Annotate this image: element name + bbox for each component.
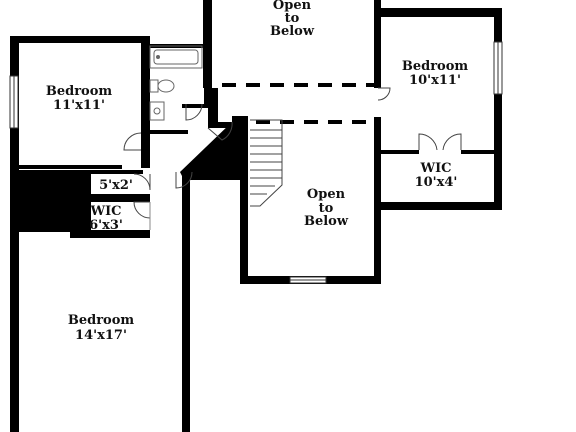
room-bedroom-large-name: Bedroom bbox=[68, 313, 135, 328]
room-wic-left-dims: 6'x3' bbox=[89, 218, 123, 233]
door-wic-left bbox=[133, 201, 151, 219]
room-open-below-top-line2: to bbox=[285, 11, 300, 26]
room-wic-right-name: WIC bbox=[419, 161, 451, 176]
door-bath bbox=[185, 103, 203, 121]
bath-fixtures bbox=[149, 45, 203, 121]
toilet-icon bbox=[157, 79, 175, 93]
room-open-below-mid-line1: Open bbox=[307, 187, 346, 202]
room-wic-left-name: WIC bbox=[89, 204, 121, 219]
room-closet-5x2: 5'x2' bbox=[99, 178, 133, 193]
room-open-below-top-line3: Below bbox=[270, 24, 315, 39]
room-labels: Open to Below Bedroom 10'x11' Bedroom 11… bbox=[46, 0, 469, 343]
walls bbox=[10, 0, 502, 432]
door-left-bedroom bbox=[123, 132, 142, 151]
room-open-below-top-line1: Open bbox=[273, 0, 312, 13]
room-bedroom-left-dims: 11'x11' bbox=[53, 98, 105, 113]
door-right-bedroom bbox=[377, 87, 391, 101]
bathtub-icon bbox=[149, 45, 203, 69]
sink-icon bbox=[149, 101, 165, 121]
door-wic-right bbox=[418, 133, 462, 151]
windows bbox=[9, 41, 503, 284]
stairs bbox=[250, 119, 283, 207]
door-bedroom-14x17 bbox=[175, 171, 193, 189]
room-bedroom-right-name: Bedroom bbox=[402, 59, 469, 74]
door-closet-5x2 bbox=[133, 173, 151, 191]
room-open-below-mid-line2: to bbox=[319, 201, 334, 216]
door-hall bbox=[207, 121, 233, 141]
open-below-dashed-lines bbox=[222, 83, 374, 124]
doors bbox=[123, 87, 462, 230]
room-open-below-mid-line3: Below bbox=[304, 214, 349, 229]
room-bedroom-large-dims: 14'x17' bbox=[75, 328, 127, 343]
room-bedroom-right-dims: 10'x11' bbox=[409, 73, 461, 88]
room-wic-right-dims: 10'x4' bbox=[415, 175, 458, 190]
room-bedroom-left-name: Bedroom bbox=[46, 84, 113, 99]
